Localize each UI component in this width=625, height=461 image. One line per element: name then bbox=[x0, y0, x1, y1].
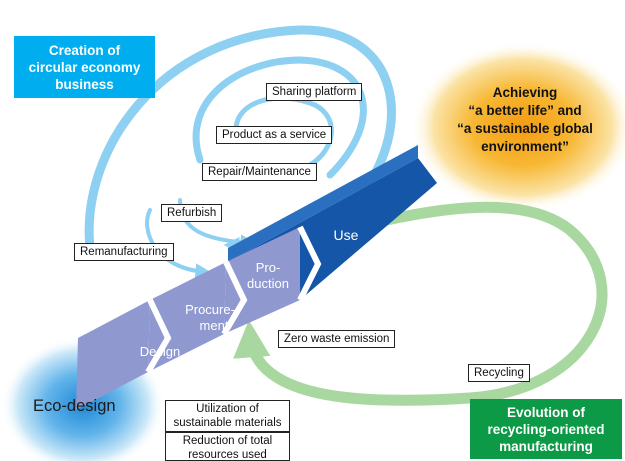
stage-divider-3 bbox=[297, 225, 322, 302]
stage-design-label: Design bbox=[140, 344, 180, 359]
recycling-loop-arrow bbox=[233, 201, 608, 406]
recycling-oriented-panel: Evolution of recycling-oriented manufact… bbox=[470, 399, 622, 459]
eco-design-label: Eco-design bbox=[33, 397, 116, 415]
inner-spiral-arrow bbox=[233, 95, 334, 168]
sustainable-materials-box: Utilization of sustainable materials bbox=[165, 400, 290, 432]
stage-divider-2 bbox=[221, 260, 248, 336]
resource-reduction-box: Reduction of total resources used bbox=[165, 432, 290, 461]
stage-design-shape bbox=[76, 300, 150, 410]
repair-maintenance-box: Repair/Maintenance bbox=[202, 163, 317, 181]
stage-procurement-label-1: Procure- bbox=[185, 302, 235, 317]
stage-divider-1 bbox=[145, 298, 172, 374]
recycling-box: Recycling bbox=[468, 364, 530, 382]
outer-spiral-arrow bbox=[84, 25, 396, 253]
middle-spiral-arrow bbox=[192, 56, 367, 179]
product-as-service-box: Product as a service bbox=[216, 126, 333, 144]
stage-production-label-2: duction bbox=[247, 276, 289, 291]
stage-production-label-1: Pro- bbox=[256, 260, 281, 275]
stage-procurement-label-2: ment bbox=[200, 318, 229, 333]
refurbish-box: Refurbish bbox=[161, 204, 223, 222]
circular-economy-panel: Creation of circular economy business bbox=[14, 36, 155, 98]
sharing-platform-box: Sharing platform bbox=[266, 83, 363, 101]
remanufacturing-box: Remanufacturing bbox=[74, 243, 174, 261]
goal-glow bbox=[411, 42, 625, 212]
stage-use-label: Use bbox=[334, 227, 359, 243]
use-bar-top bbox=[228, 145, 418, 262]
zero-waste-box: Zero waste emission bbox=[278, 330, 396, 348]
goal-label: Achieving “a better life” and “a sustain… bbox=[457, 85, 593, 154]
